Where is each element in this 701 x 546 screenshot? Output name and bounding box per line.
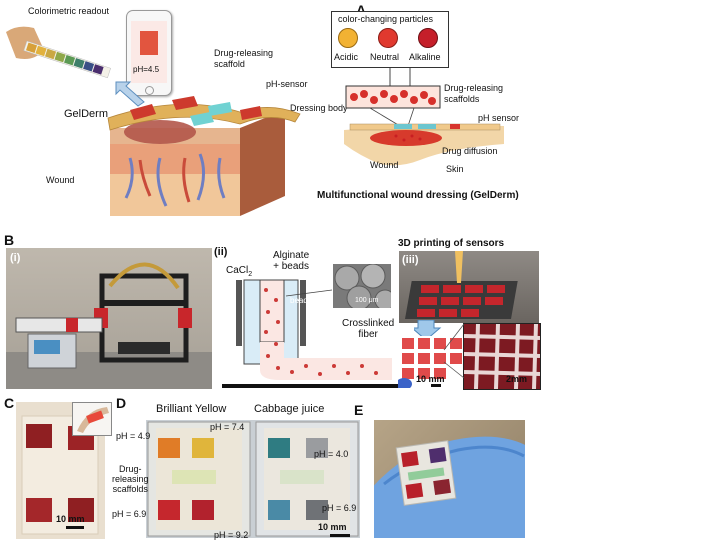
panel-b-label: B — [4, 232, 15, 248]
ph-74-label: pH = 7.4 — [210, 422, 245, 432]
sub-ii-label: (ii) — [214, 246, 228, 258]
ph-49-label: pH = 4.9 — [116, 431, 151, 441]
printing-photo — [399, 251, 539, 323]
skin-block-illustration — [107, 96, 301, 216]
drug-releasing-scaffolds-label: Drug-releasing scaffolds — [444, 83, 504, 104]
drug-line1: Drug- — [119, 464, 142, 474]
scale-c: 10 mm — [56, 514, 85, 524]
panel-d-photo — [146, 420, 360, 538]
colorimetric-readout-label: Colorimetric readout — [28, 6, 110, 16]
bead-sem-inset: 100 μm — [333, 264, 391, 308]
particle-acidic — [338, 28, 358, 48]
sub-i-label: (i) — [10, 252, 21, 264]
phone-ph-readout: pH=4.5 — [133, 65, 160, 74]
scale-2mm: 2mm — [506, 374, 528, 384]
panel-d-label: D — [116, 395, 127, 411]
scale-d: 10 mm — [318, 522, 347, 532]
crosslinked-fiber-label: Crosslinked fiber — [342, 318, 394, 340]
beads-text: + beads — [273, 261, 309, 272]
alginate-beads-label: Alginate + beads — [273, 250, 309, 272]
zoom-callout-lines — [443, 323, 465, 379]
phone-home-button — [145, 86, 154, 95]
scale-bar-c — [66, 526, 84, 529]
printed-sensor-grid-photo — [398, 336, 464, 388]
readout-arrow — [115, 81, 145, 107]
ph-40-label: pH = 4.0 — [314, 449, 349, 459]
crosslinked-text: Crosslinked — [342, 318, 395, 329]
phone-screen: pH=4.5 — [131, 21, 167, 83]
drug-line3: scaffolds — [112, 484, 148, 494]
smartphone: pH=4.5 — [126, 10, 172, 96]
particle-neutral — [378, 28, 398, 48]
drug-scaffolds-label: Drug- releasing scaffolds — [112, 464, 149, 494]
mesh-zoom-photo: 2mm — [463, 323, 541, 390]
cacl2-subscript: 2 — [248, 271, 253, 278]
drug-releasing-scaffold-label: Drug-releasing scaffold — [214, 48, 274, 69]
skin-label: Skin — [446, 164, 464, 174]
panel-c-label: C — [4, 395, 15, 411]
bioprinter-photo — [6, 248, 212, 389]
ph-69-right-label: pH = 6.9 — [322, 503, 357, 513]
particles-box-title: color-changing particles — [338, 14, 434, 24]
gelderm-label: GelDerm — [64, 108, 109, 120]
alginate-text: Alginate — [273, 250, 310, 261]
ph-sensor-label: pH-sensor — [266, 79, 308, 89]
printing-arrow — [414, 320, 442, 340]
coaxial-nozzle-schematic — [222, 279, 398, 388]
drug-line2: releasing — [112, 474, 149, 484]
beads-label: beads — [290, 296, 312, 305]
title-3d-printing: 3D printing of sensors — [398, 238, 505, 249]
cacl2-label: CaCl2 — [226, 265, 252, 278]
wound-right-label: Wound — [370, 160, 399, 170]
particle-alkaline — [418, 28, 438, 48]
panel-a-label: A — [356, 2, 367, 18]
panel-c-inset — [72, 402, 112, 436]
scale-100um: 100 μm — [355, 297, 379, 304]
phone-sensor-swatch — [140, 31, 158, 55]
ph-strip-photo — [4, 22, 112, 82]
dressing-body-label: Dressing body — [290, 103, 348, 113]
particle-neutral-label: Neutral — [370, 52, 400, 62]
dressing-cross-section — [344, 68, 504, 166]
wound-label: Wound — [46, 175, 75, 185]
particle-acidic-label: Acidic — [334, 52, 359, 62]
particle-alkaline-label: Alkaline — [409, 52, 441, 62]
brilliant-yellow-title: Brilliant Yellow — [156, 403, 227, 415]
particles-box: color-changing particles Acidic Neutral … — [331, 11, 449, 68]
sub-iii-label: (iii) — [402, 254, 419, 266]
cacl2-text: CaCl — [226, 265, 249, 276]
ph-92-label: pH = 9.2 — [214, 530, 249, 540]
scale-bar-d — [330, 534, 350, 537]
panel-e-label: E — [354, 402, 364, 418]
ph-69-left-label: pH = 6.9 — [112, 509, 147, 519]
ph-sensor-right-label: pH sensor — [478, 113, 520, 123]
panel-a-caption: Multifunctional wound dressing (GelDerm) — [317, 190, 519, 201]
scale-bar-10mm-b — [431, 384, 441, 387]
drug-diffusion-label: Drug diffusion — [442, 146, 498, 156]
panel-e-photo — [374, 420, 525, 538]
fiber-text: fiber — [358, 329, 378, 340]
scale-10mm-b: 10 mm — [416, 374, 445, 384]
cabbage-juice-title: Cabbage juice — [254, 403, 325, 415]
